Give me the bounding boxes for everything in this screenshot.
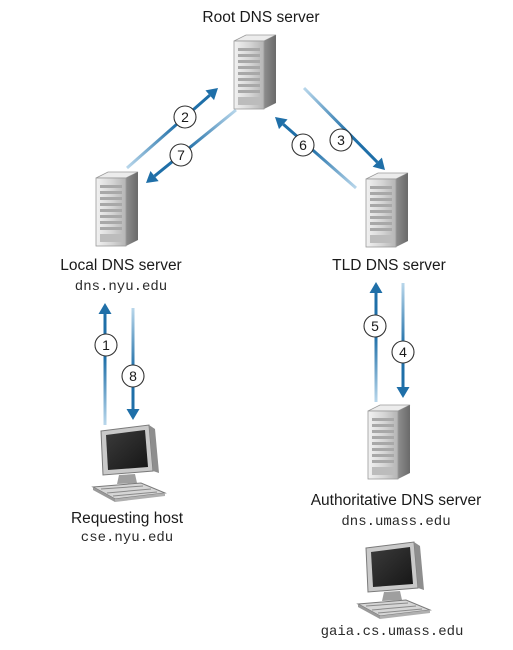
step-marker-4: 4: [391, 340, 415, 364]
step-circle: [329, 128, 353, 152]
step-number: 3: [337, 132, 345, 148]
step-4-arrow-head: [396, 387, 410, 398]
step-1-arrow-shaft: [126, 94, 211, 170]
step-3-arrow-shaft: [302, 86, 379, 164]
step-markers: 1 2 3 4 5 6 7 8: [94, 105, 415, 388]
step-6-arrow-head: [275, 117, 288, 130]
local-dns-server-label: Local DNS server: [60, 257, 182, 274]
step-5-arrow-head: [369, 282, 383, 293]
step-4-arrow: [396, 283, 410, 398]
step-2-arrow-shaft: [153, 108, 237, 178]
authoritative-dns-server-icon: [367, 404, 411, 480]
step-number: 2: [181, 109, 189, 125]
authoritative-dns-server-hostname: dns.umass.edu: [341, 514, 451, 530]
step-7-arrow-head: [98, 303, 112, 314]
step-number: 8: [129, 368, 137, 384]
step-circle: [363, 314, 387, 338]
step-circle: [173, 105, 197, 129]
step-number: 5: [371, 318, 379, 334]
step-number: 1: [102, 337, 110, 353]
step-5-arrow: [369, 282, 383, 402]
root-dns-server-label: Root DNS server: [202, 9, 320, 26]
step-1-arrow-head: [205, 88, 218, 101]
step-number: 7: [177, 147, 185, 163]
step-2-arrow: [146, 108, 237, 183]
step-marker-1: 1: [94, 333, 118, 357]
step-8-arrow: [126, 308, 140, 420]
step-marker-8: 8: [121, 364, 145, 388]
local-dns-server-hostname: dns.nyu.edu: [74, 279, 168, 295]
step-6-arrow-shaft: [282, 123, 357, 190]
step-number: 4: [399, 344, 407, 360]
step-2-arrow-head: [146, 171, 159, 183]
client-computer-icon: [357, 541, 431, 620]
requesting-host-hostname: cse.nyu.edu: [80, 530, 174, 546]
tld-dns-server-icon: [365, 172, 409, 248]
authoritative-dns-server-label: Authoritative DNS server: [310, 492, 482, 509]
step-3-arrow: [302, 86, 385, 170]
step-3-arrow-head: [372, 157, 385, 170]
local-dns-server-icon: [95, 171, 139, 247]
step-marker-6: 6: [291, 133, 315, 157]
requesting-host-computer-icon: [92, 424, 166, 503]
root-dns-server-icon: [233, 34, 277, 110]
step-marker-3: 3: [329, 128, 353, 152]
step-1-arrow: [126, 88, 218, 170]
step-circle: [291, 133, 315, 157]
step-7-arrow: [98, 303, 112, 425]
step-marker-5: 5: [363, 314, 387, 338]
step-circle: [169, 143, 193, 167]
step-8-arrow-head: [126, 409, 140, 420]
step-circle: [94, 333, 118, 357]
step-circle: [121, 364, 145, 388]
arrow-layer: [98, 86, 410, 425]
step-number: 6: [299, 137, 307, 153]
client-hostname: gaia.cs.umass.edu: [320, 624, 464, 640]
step-circle: [391, 340, 415, 364]
tld-dns-server-label: TLD DNS server: [332, 257, 446, 274]
step-6-arrow: [275, 117, 357, 190]
step-marker-7: 7: [169, 143, 193, 167]
step-marker-2: 2: [173, 105, 197, 129]
requesting-host-label: Requesting host: [70, 510, 184, 527]
